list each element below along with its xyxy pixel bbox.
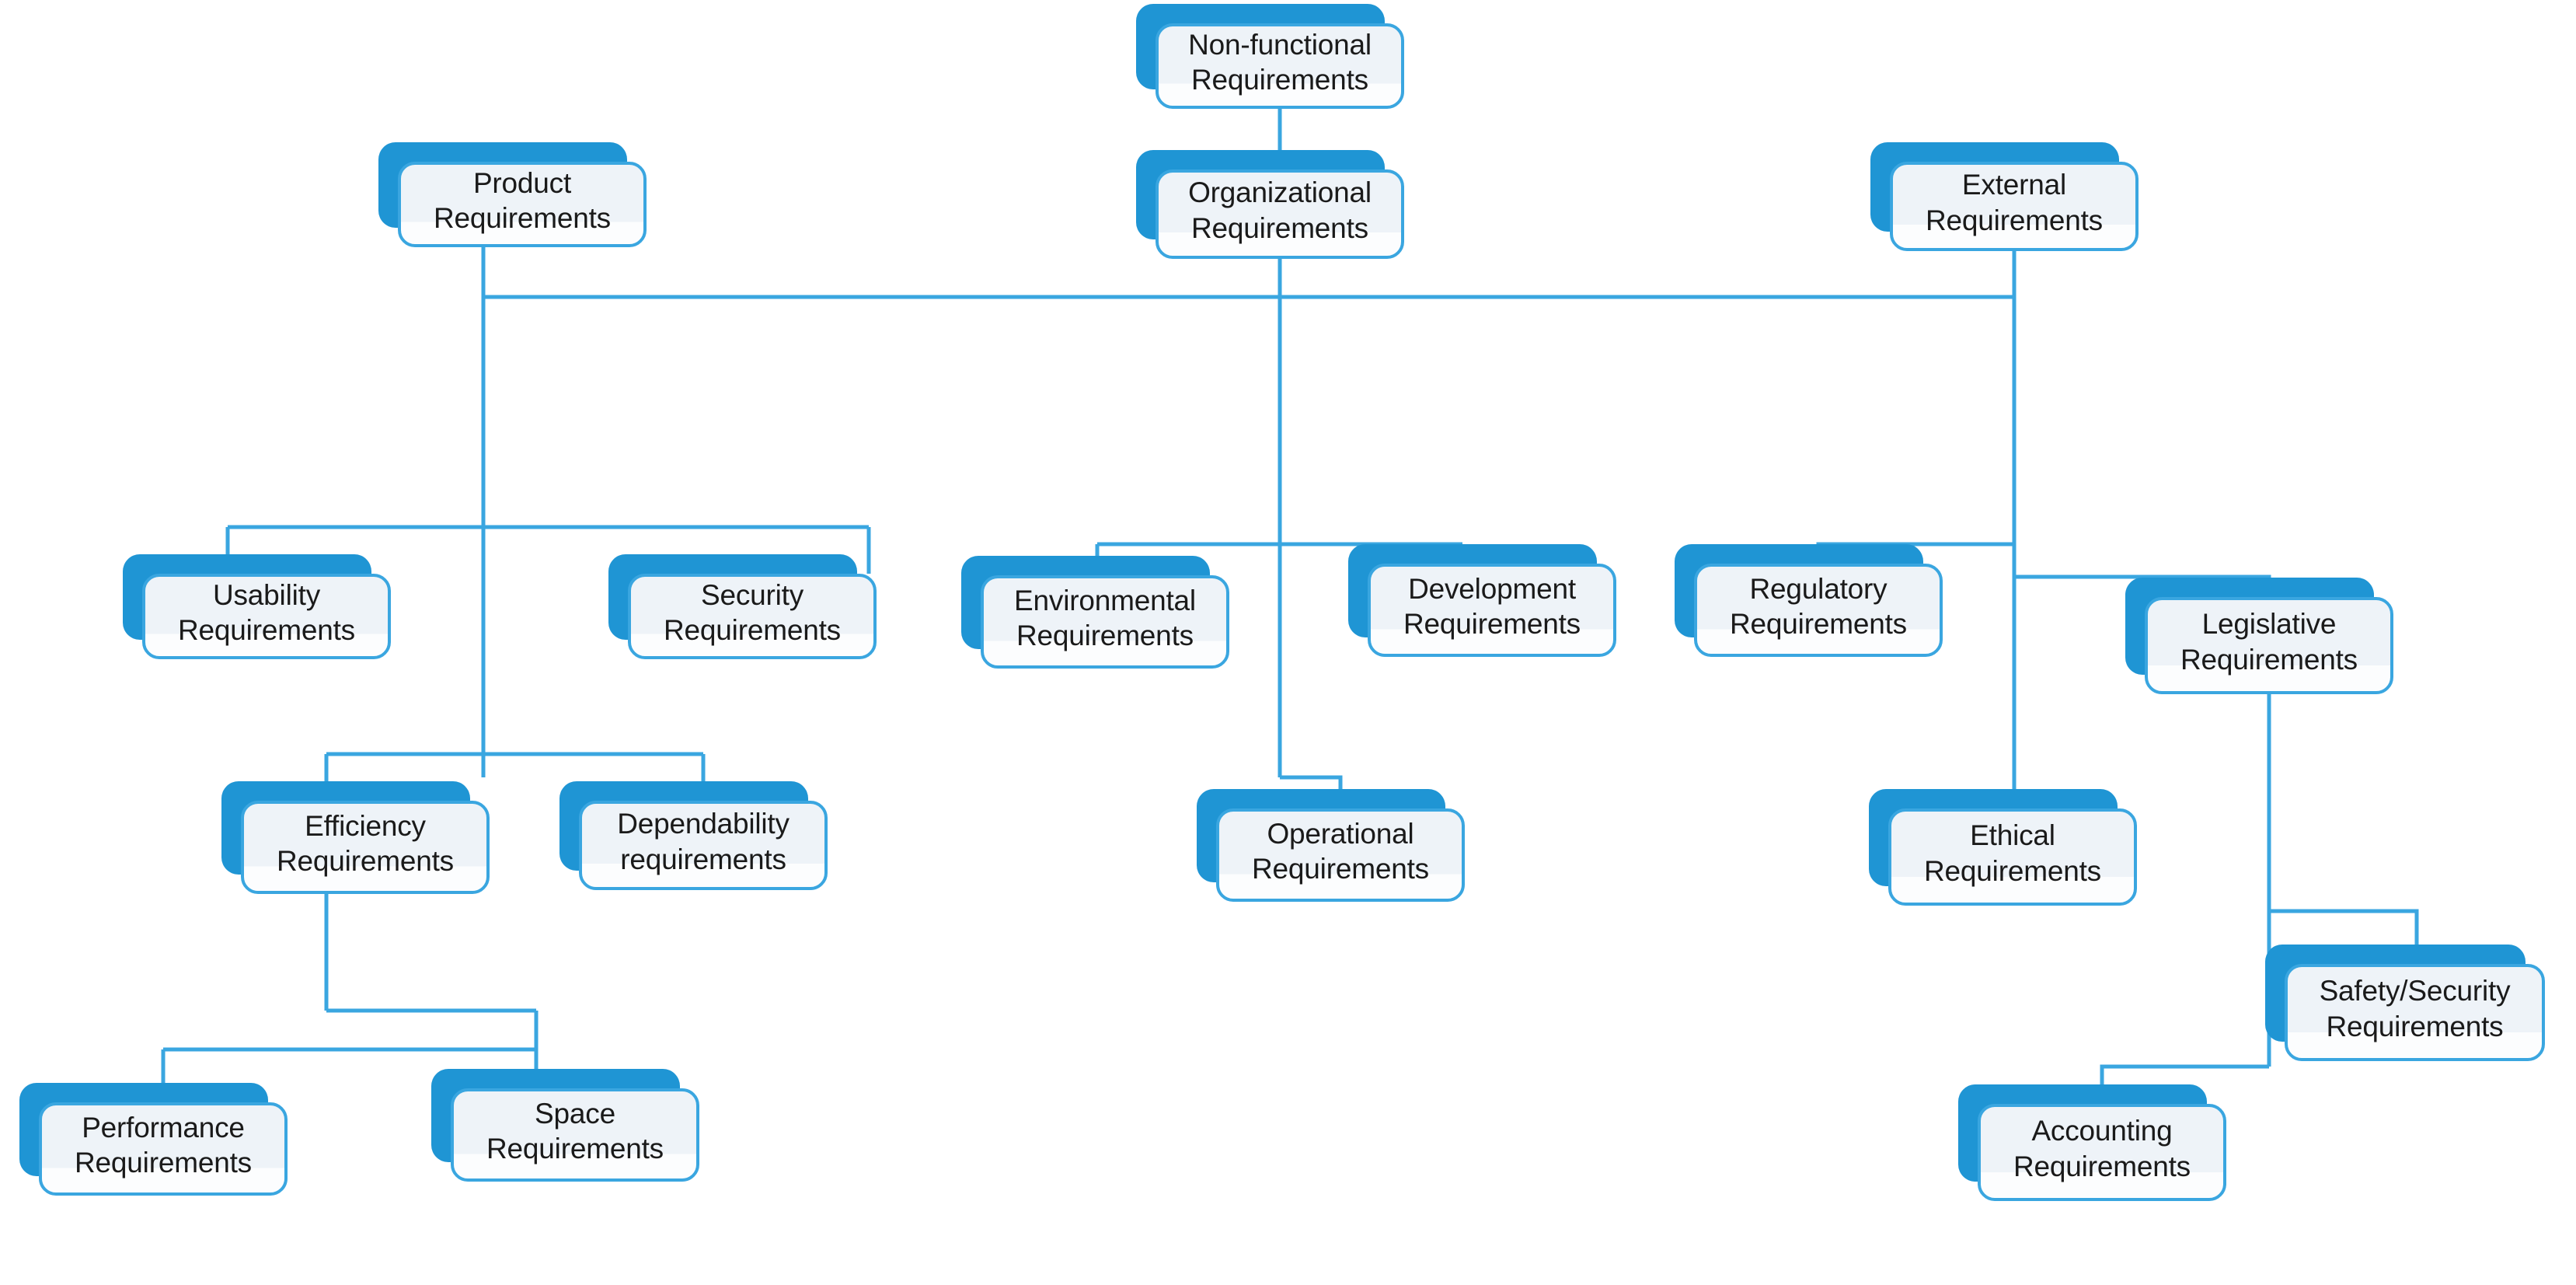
node-card[interactable]: Performance Requirements [39,1102,288,1196]
node-card[interactable]: Non-functional Requirements [1156,23,1404,109]
node-label: Organizational Requirements [1188,176,1372,244]
node-security-requirements[interactable]: Security Requirements [608,554,877,659]
node-label: External Requirements [1926,169,2103,236]
node-label: Efficiency Requirements [277,809,454,877]
node-label: Legislative Requirements [2180,608,2358,676]
node-label: Usability Requirements [178,578,355,646]
node-safety-security-requirements[interactable]: Safety/Security Requirements [2265,945,2545,1061]
node-development-requirements[interactable]: Development Requirements [1348,544,1616,657]
node-card[interactable]: Legislative Requirements [2145,597,2393,694]
node-label: Security Requirements [664,578,841,646]
node-card[interactable]: Efficiency Requirements [241,801,490,894]
node-card[interactable]: Dependability requirements [579,801,828,890]
node-label: Accounting Requirements [2013,1115,2191,1182]
node-organizational-requirements[interactable]: Organizational Requirements [1136,150,1404,259]
node-regulatory-requirements[interactable]: Regulatory Requirements [1675,544,1943,657]
node-card[interactable]: Usability Requirements [142,574,391,659]
node-card[interactable]: Ethical Requirements [1888,808,2137,906]
node-product-requirements[interactable]: Product Requirements [378,142,647,247]
node-card[interactable]: Product Requirements [398,162,647,247]
node-label: Product Requirements [434,166,611,234]
node-label: Regulatory Requirements [1730,572,1907,640]
node-performance-requirements[interactable]: Performance Requirements [19,1083,288,1196]
node-label: Operational Requirements [1252,817,1429,885]
node-card[interactable]: Operational Requirements [1216,808,1465,902]
node-card[interactable]: Safety/Security Requirements [2285,964,2545,1061]
node-card[interactable]: Security Requirements [628,574,877,659]
node-space-requirements[interactable]: Space Requirements [431,1069,699,1182]
node-card[interactable]: Organizational Requirements [1156,169,1404,259]
node-label: Performance Requirements [75,1111,252,1178]
node-card[interactable]: Accounting Requirements [1978,1104,2226,1201]
node-label: Dependability requirements [617,808,790,875]
node-ethical-requirements[interactable]: Ethical Requirements [1869,789,2137,906]
node-label: Safety/Security Requirements [2319,975,2511,1042]
node-external-requirements[interactable]: External Requirements [1870,142,2139,251]
node-non-functional-requirements[interactable]: Non-functional Requirements [1136,4,1404,109]
node-label: Ethical Requirements [1924,819,2101,887]
node-legislative-requirements[interactable]: Legislative Requirements [2125,578,2393,694]
node-dependability-requirements[interactable]: Dependability requirements [559,781,828,890]
node-card[interactable]: Environmental Requirements [981,575,1229,669]
node-card[interactable]: Space Requirements [451,1088,699,1182]
node-card[interactable]: External Requirements [1890,162,2139,251]
node-usability-requirements[interactable]: Usability Requirements [123,554,391,659]
node-label: Environmental Requirements [1014,584,1196,651]
node-card[interactable]: Regulatory Requirements [1694,564,1943,657]
node-label: Non-functional Requirements [1188,28,1372,96]
node-accounting-requirements[interactable]: Accounting Requirements [1958,1084,2226,1201]
node-label: Space Requirements [486,1097,664,1165]
node-operational-requirements[interactable]: Operational Requirements [1197,789,1465,902]
node-efficiency-requirements[interactable]: Efficiency Requirements [221,781,490,894]
node-environmental-requirements[interactable]: Environmental Requirements [961,556,1229,669]
node-label: Development Requirements [1403,572,1581,640]
node-card[interactable]: Development Requirements [1368,564,1616,657]
